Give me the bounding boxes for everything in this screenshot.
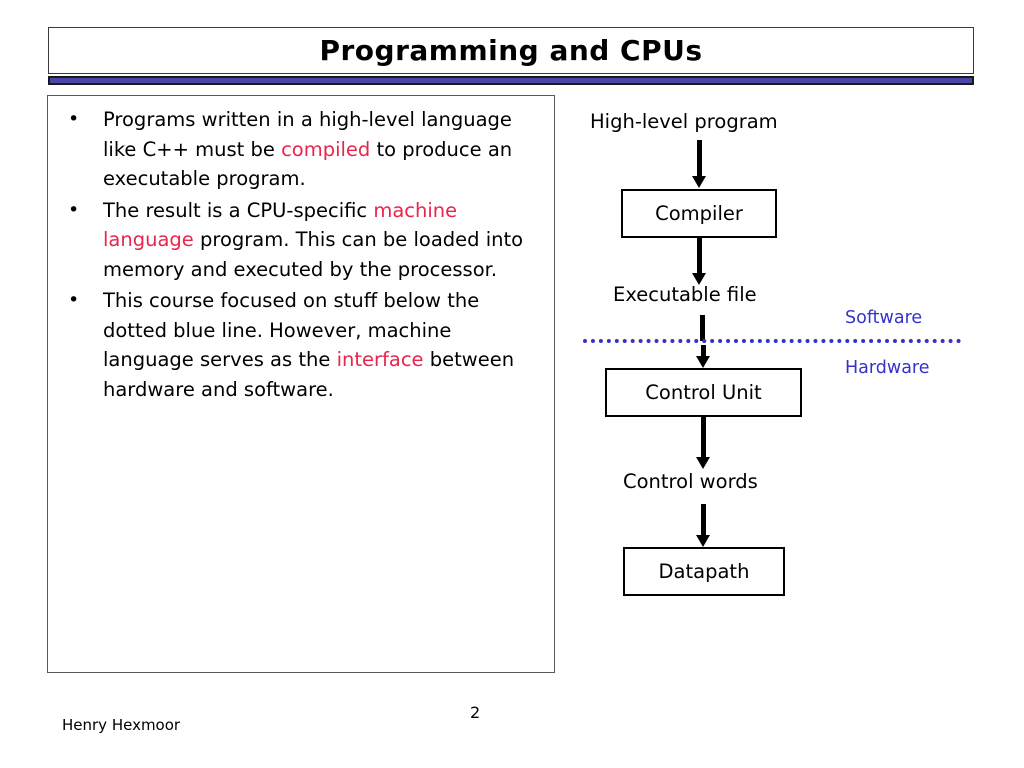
flow-label-control-words: Control words: [623, 470, 758, 493]
bullet-text: This course focused on stuff below the d…: [103, 289, 514, 401]
bullet-segment: This course focused on stuff below the d…: [103, 289, 480, 371]
bullet-list: • Programs written in a high-level langu…: [52, 105, 544, 404]
flow-label-executable-file: Executable file: [613, 283, 757, 306]
bullet-segment-highlight: interface: [336, 348, 424, 371]
bullet-segment: to produce an executable program.: [103, 137, 513, 191]
bullet-segment: The result is a CPU-specific: [103, 198, 374, 222]
bullet-segment: between hardware and software.: [103, 348, 515, 401]
label-hardware: Hardware: [845, 358, 930, 378]
bullet-segment-highlight: machine language: [103, 198, 458, 252]
bullet-segment: Programs written in a high-level languag…: [103, 108, 512, 161]
flow-box-datapath: Datapath: [623, 547, 785, 596]
list-item: • Programs written in a high-level langu…: [52, 105, 544, 194]
flow-box-compiler: Compiler: [621, 189, 777, 238]
body-text-box: • Programs written in a high-level langu…: [47, 95, 555, 673]
flow-box-control-unit: Control Unit: [605, 368, 802, 417]
page-title: Programming and CPUs: [319, 34, 703, 67]
bullet-marker: •: [68, 198, 80, 221]
list-item: • This course focused on stuff below the…: [52, 286, 544, 404]
list-item: • The result is a CPU-specific machine l…: [52, 196, 544, 285]
bullet-segment: program. This can be loaded into memory …: [103, 228, 524, 281]
slide-title-box: Programming and CPUs: [48, 27, 974, 74]
compilation-flow-diagram: High-level program Compiler Executable f…: [560, 95, 1000, 625]
bullet-marker: •: [68, 108, 80, 130]
software-hardware-divider: [583, 339, 961, 343]
footer-author: Henry Hexmoor: [62, 716, 181, 734]
bullet-marker: •: [68, 289, 80, 311]
page-number: 2: [470, 703, 481, 722]
flow-label-high-level-program: High-level program: [590, 110, 778, 133]
bullet-segment-highlight: compiled: [281, 137, 371, 161]
title-underline-accent: [50, 78, 972, 83]
bullet-text: The result is a CPU-specific machine lan…: [103, 199, 523, 281]
label-software: Software: [845, 308, 923, 328]
connector-executable-to-divider: [700, 315, 705, 341]
bullet-text: Programs written in a high-level languag…: [103, 108, 512, 190]
